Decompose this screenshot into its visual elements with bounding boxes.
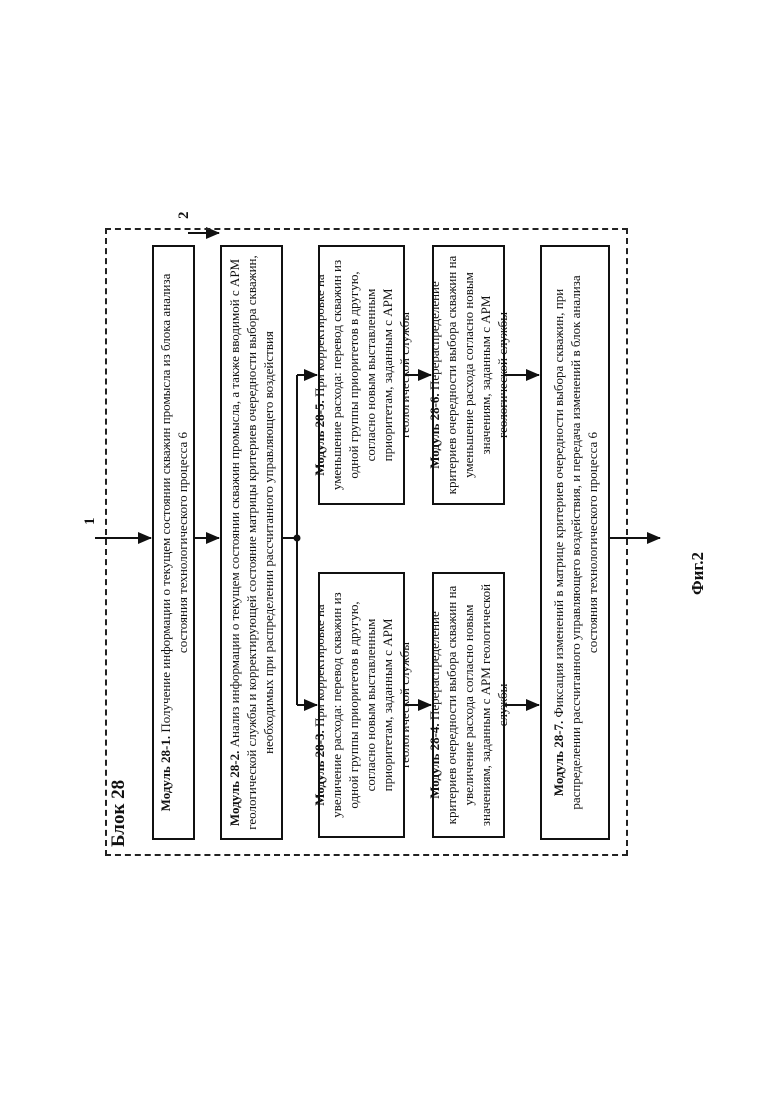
module-28-5-name: Модуль 28-5. [311,400,327,476]
input-label-1: 1 [82,517,98,526]
module-28-4: Модуль 28-4. Перераспределение критериев… [427,572,510,838]
input-label-2: 2 [176,211,192,220]
module-28-7-name: Модуль 28-7. [550,720,566,797]
module-28-1-text: Получение информации о текущем состоянии… [157,273,190,733]
module-28-6-name: Модуль 28-6. [427,393,442,469]
module-28-2-name: Модуль 28-2. [227,750,242,827]
module-28-2: Модуль 28-2. Анализ информации о текущем… [220,245,283,840]
module-28-3-name: Модуль 28-3. [311,730,327,806]
module-28-4-name: Модуль 28-4. [427,723,442,799]
module-28-1-name: Модуль 28-1. [157,735,173,812]
figure-label: Фиг.2 [688,552,707,595]
block-title: Блок 28 [108,779,129,847]
module-28-1: Модуль 28-1. Получение информации о теку… [152,245,195,840]
module-28-3: Модуль 28-3. При корректировке на увелич… [312,572,412,838]
module-28-7: Модуль 28-7. Фиксация изменений в матриц… [540,245,610,840]
module-28-5: Модуль 28-5. При корректировке на уменьш… [312,245,412,505]
module-28-6: Модуль 28-6. Перераспределение критериев… [427,245,510,505]
module-28-2-text: Анализ информации о текущем состоянии ск… [227,255,276,830]
